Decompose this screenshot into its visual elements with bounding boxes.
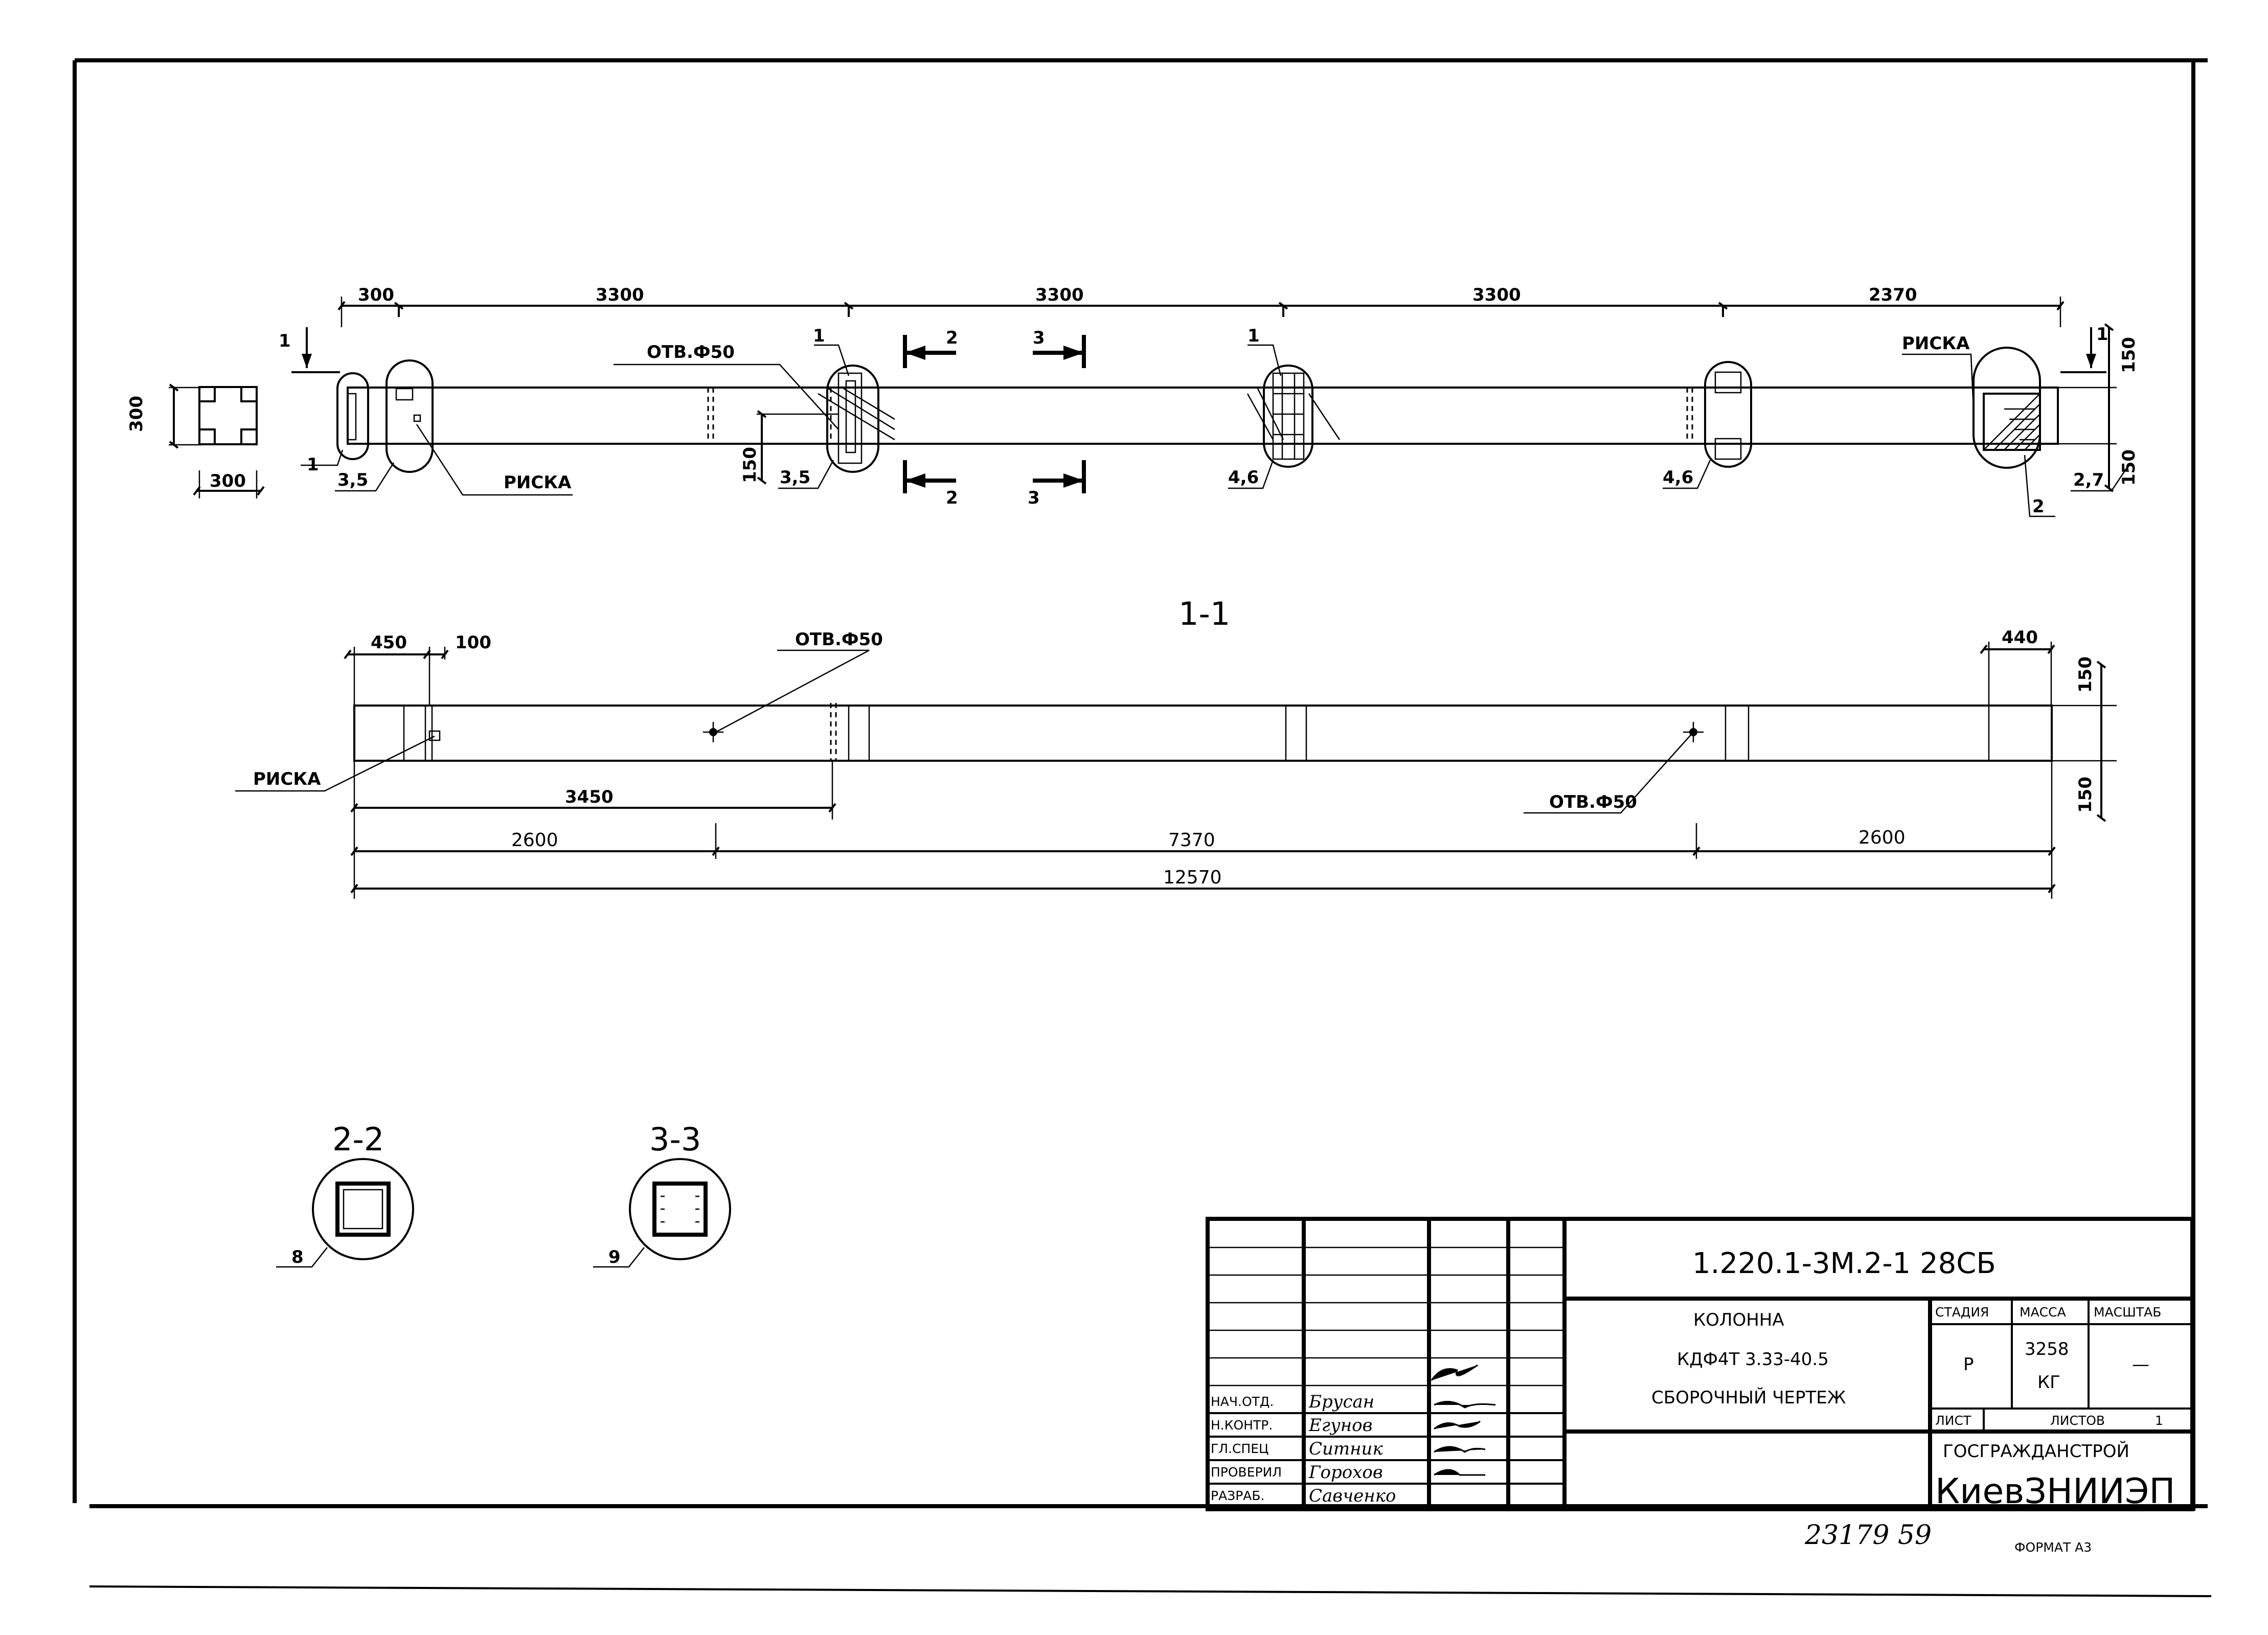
callout-1-mid: 1 xyxy=(813,326,825,346)
scale-value: — xyxy=(2132,1354,2149,1375)
sec11-dim-100: 100 xyxy=(455,632,491,653)
name-3: Горохов xyxy=(1308,1462,1383,1483)
cut-label-3-top: 3 xyxy=(1033,328,1045,348)
sheets-label: ЛИСТОВ xyxy=(2050,1413,2105,1428)
plan-dim-3300-c: 3300 xyxy=(1472,285,1521,305)
sheet-frame xyxy=(73,58,2212,1597)
name-4: Савченко xyxy=(1309,1486,1396,1506)
org-line2: КиевЗНИИЭП xyxy=(1935,1471,2175,1512)
role-2: ГЛ.СПЕЦ xyxy=(1211,1441,1268,1456)
callout-3-5-left: 3,5 xyxy=(337,470,368,490)
title-name-line2: КДФ4Т 3.33-40.5 xyxy=(1677,1349,1829,1370)
column-plan-outline xyxy=(347,387,2059,445)
name-1: Егунов xyxy=(1308,1415,1372,1436)
end-hatching xyxy=(1983,393,2040,450)
stage-value: Р xyxy=(1963,1354,1974,1375)
org-line1: ГОСГРАЖДАНСТРОЙ xyxy=(1943,1441,2129,1462)
sec11-hole-label-right: ОТВ.Ф50 xyxy=(1549,792,1637,812)
cut-marker-2 xyxy=(903,335,956,493)
column-cross-section xyxy=(198,386,258,445)
cut-label-1-right: 1 xyxy=(2096,324,2108,345)
sec11-dim-440: 440 xyxy=(2002,627,2038,648)
column-section-outline xyxy=(353,705,2053,762)
detail-capsule-1 xyxy=(336,372,369,460)
plan-dim-150-mid: 150 xyxy=(740,447,760,483)
section-3-3-callout: 9 xyxy=(608,1247,621,1267)
sheet-label: ЛИСТ xyxy=(1935,1413,1971,1428)
mass-value: 3258 xyxy=(2025,1339,2069,1359)
detail-capsule-4 xyxy=(1263,365,1313,468)
cut-label-2-bottom: 2 xyxy=(946,488,958,508)
scale-header: МАСШТАБ xyxy=(2094,1305,2161,1320)
title-block xyxy=(1206,1217,2194,1511)
sheet-format: ФОРМАТ А3 xyxy=(2014,1540,2092,1555)
cut-label-1-left: 1 xyxy=(279,331,291,351)
section-2-2-view xyxy=(276,1158,414,1268)
sec11-dim-2600-left: 2600 xyxy=(511,830,558,851)
archive-number: 23179 59 xyxy=(1804,1520,1932,1551)
plan-hole-label: ОТВ.Ф50 xyxy=(647,342,735,362)
callout-1-left: 1 xyxy=(307,455,319,475)
sheets-value: 1 xyxy=(2155,1413,2163,1428)
sec11-hole-label-left: ОТВ.Ф50 xyxy=(795,629,883,650)
sec11-dim-150-bottom: 150 xyxy=(2075,777,2096,813)
title-name-line1: КОЛОННА xyxy=(1693,1310,1784,1330)
plan-dim-2370: 2370 xyxy=(1869,285,1917,305)
plan-dim-3300-b: 3300 xyxy=(1035,285,1084,305)
section-2-2-title: 2-2 xyxy=(332,1121,384,1158)
callout-2-7: 2,7 xyxy=(2073,470,2104,490)
name-0: Брусан xyxy=(1308,1392,1374,1412)
role-1: Н.КОНТР. xyxy=(1211,1418,1273,1433)
cut-marker-3 xyxy=(1033,335,1086,493)
plan-dim-bottom-300: 300 xyxy=(210,471,246,491)
plan-mark-label-right: РИСКА xyxy=(1902,333,1970,354)
sec11-dim-2600-right: 2600 xyxy=(1858,827,1906,848)
plan-mark-label-left: РИСКА xyxy=(504,472,572,493)
sec11-dim-12570: 12570 xyxy=(1163,867,1222,888)
callout-4-6-a: 4,6 xyxy=(1228,467,1259,488)
doc-code: 1.220.1-3М.2-1 28СБ xyxy=(1692,1247,1996,1280)
cut-label-2-top: 2 xyxy=(946,328,958,348)
detail-capsule-5 xyxy=(1704,361,1752,468)
callout-3-5-mid: 3,5 xyxy=(780,467,810,488)
plan-dim-right-150-top: 150 xyxy=(2119,337,2139,373)
plan-top-dimension xyxy=(337,297,2065,327)
stage-header: СТАДИЯ xyxy=(1935,1305,1989,1320)
mass-header: МАССА xyxy=(2020,1305,2066,1320)
section-3-3-view xyxy=(593,1158,731,1268)
plan-dim-left-300: 300 xyxy=(126,396,147,432)
cut-label-3-bottom: 3 xyxy=(1028,488,1040,508)
cut-marker-1 xyxy=(291,327,2106,373)
plan-view xyxy=(169,297,2128,517)
plan-dim-300: 300 xyxy=(358,285,394,305)
title-name-line3: СБОРОЧНЫЙ ЧЕРТЕЖ xyxy=(1651,1387,1846,1408)
callout-2: 2 xyxy=(2032,496,2045,517)
section-3-3-title: 3-3 xyxy=(649,1121,701,1158)
plan-dim-right-150-bottom: 150 xyxy=(2119,449,2139,486)
sec11-dim-3450: 3450 xyxy=(565,787,614,807)
callout-1-mid2: 1 xyxy=(1248,326,1260,346)
sec11-dim-150-top: 150 xyxy=(2075,656,2096,693)
callout-4-6-b: 4,6 xyxy=(1663,467,1693,488)
section-2-2-callout: 8 xyxy=(291,1247,304,1267)
role-4: РАЗРАБ. xyxy=(1211,1488,1264,1503)
sec11-dim-7370: 7370 xyxy=(1168,830,1215,851)
role-3: ПРОВЕРИЛ xyxy=(1211,1465,1282,1480)
sec11-dim-450: 450 xyxy=(371,632,407,653)
role-0: НАЧ.ОТД. xyxy=(1211,1394,1274,1409)
plan-dim-3300-a: 3300 xyxy=(596,285,644,305)
section-1-1-title: 1-1 xyxy=(1178,595,1230,632)
name-2: Ситник xyxy=(1309,1439,1383,1459)
mass-unit: КГ xyxy=(2037,1372,2060,1393)
detail-capsule-2 xyxy=(385,359,434,473)
section-1-1-view xyxy=(235,642,2117,899)
sec11-mark-label: РИСКА xyxy=(253,769,321,789)
